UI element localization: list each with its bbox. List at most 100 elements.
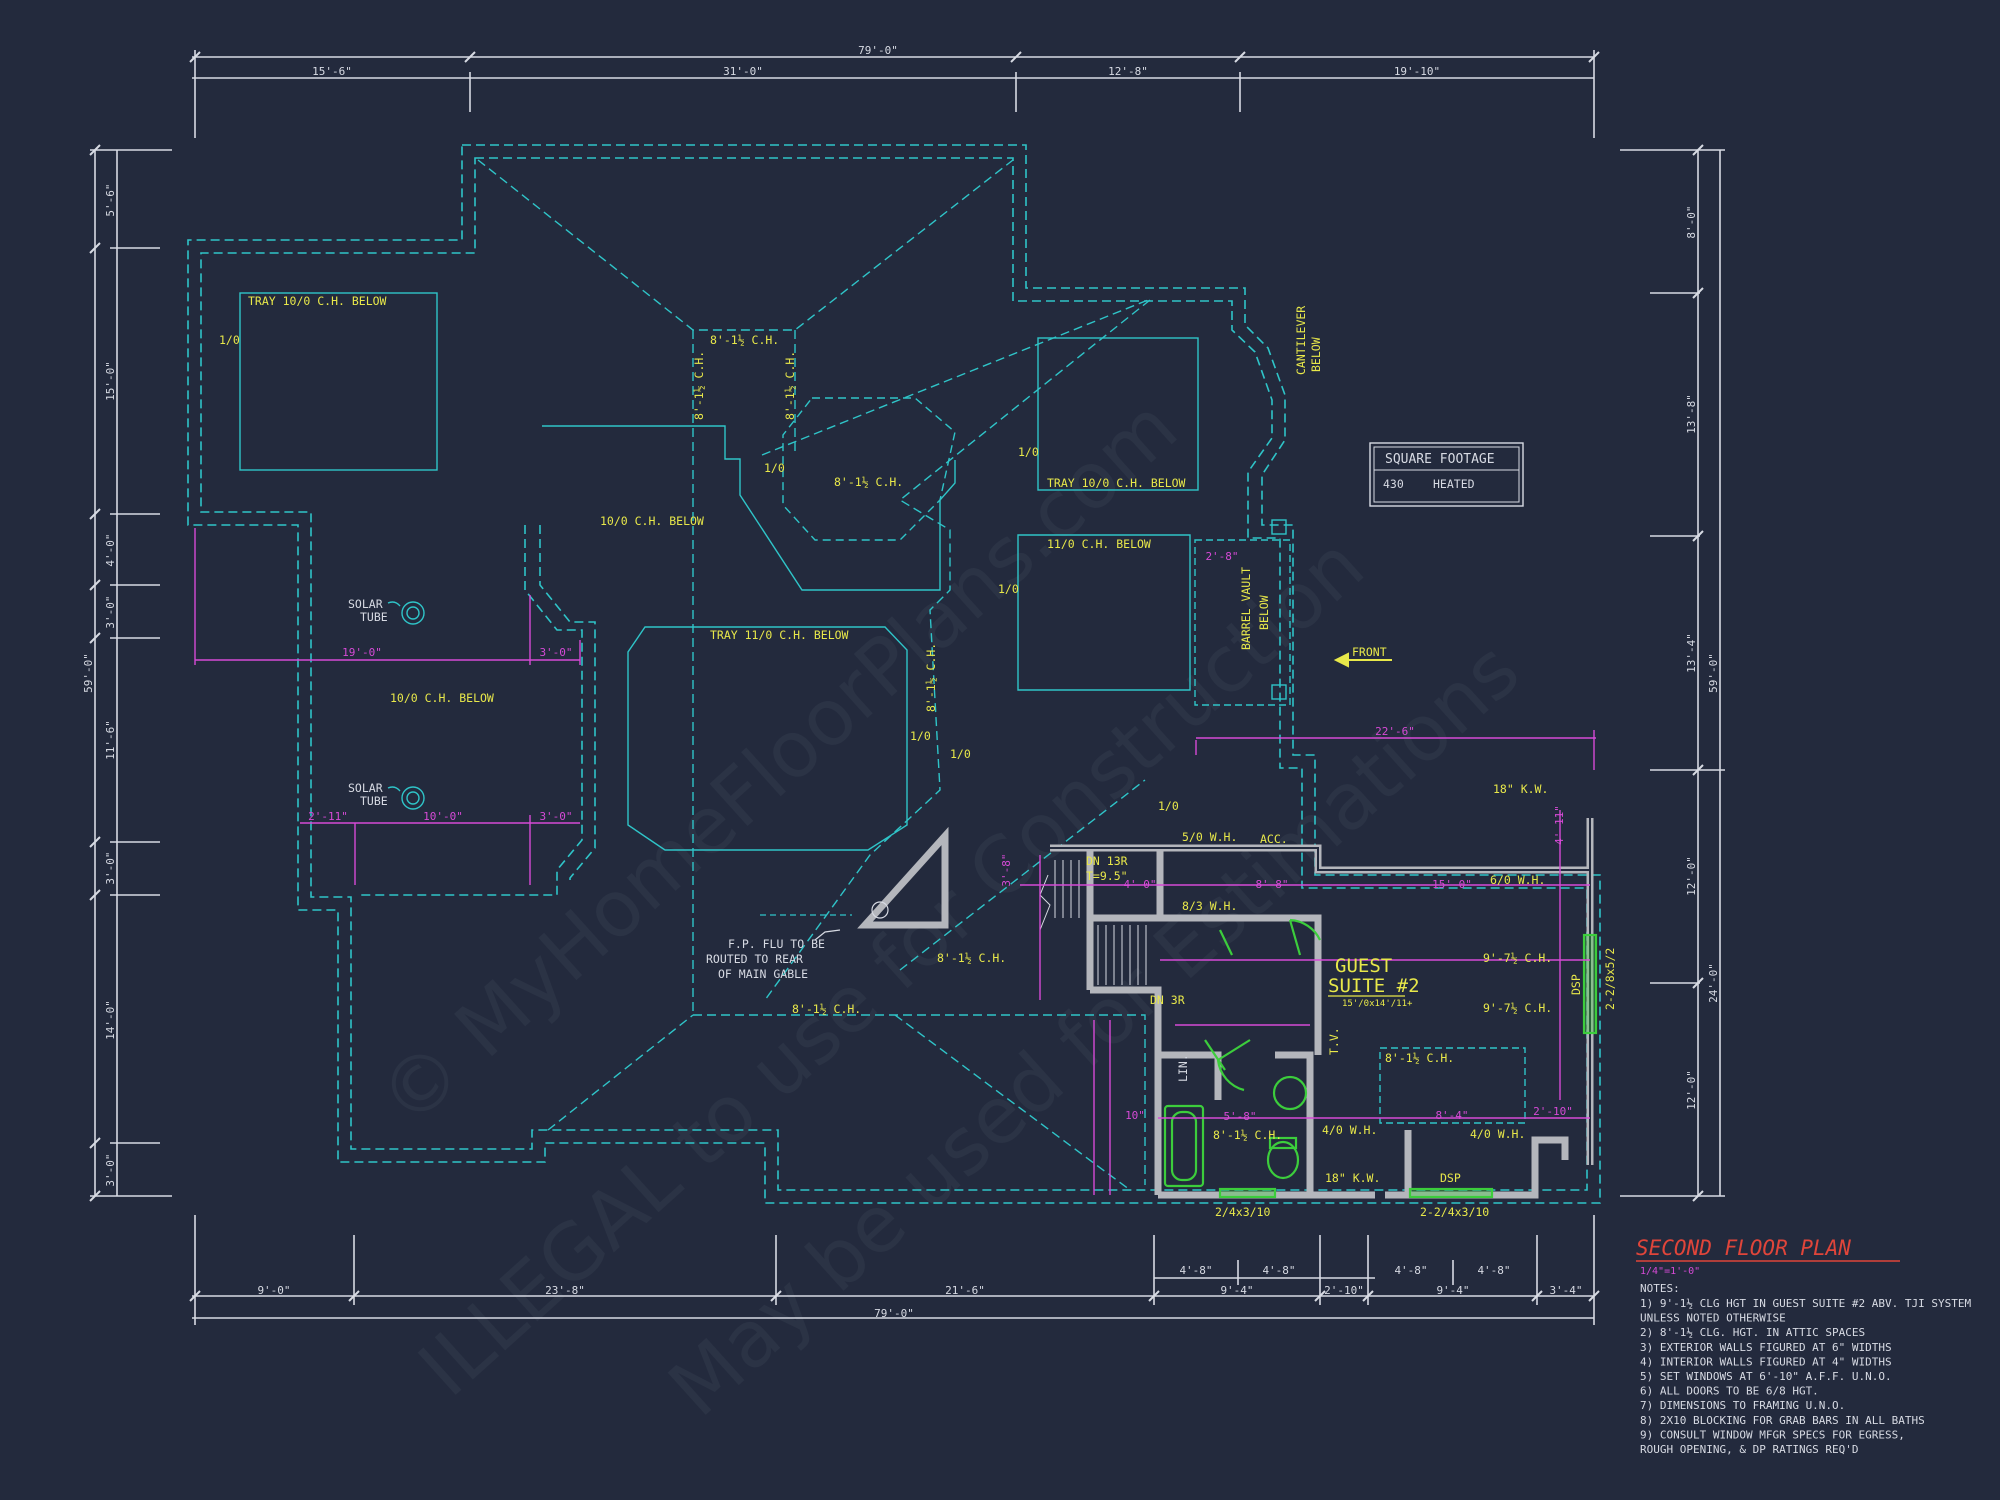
left-dim: 14'-0" <box>104 1000 117 1040</box>
door-swing-suite <box>1288 918 1321 956</box>
top-dim: 12'-8" <box>1108 65 1148 78</box>
linen-label: LIN. <box>1176 1054 1190 1082</box>
ceiling-height-label: 8'-1½ C.H. <box>692 351 706 420</box>
door-swing-closet <box>1204 1039 1226 1071</box>
walls-outline <box>1050 818 1591 1165</box>
bath-walls <box>1090 914 1322 1195</box>
front-arrow-icon <box>1333 652 1392 668</box>
left-dim: 5'-6" <box>104 183 117 216</box>
top-dim: 31'-0" <box>723 65 763 78</box>
ceiling-height-label: 8'-1½ C.H. <box>710 333 779 347</box>
t95-label: T=9.5" <box>1086 869 1128 883</box>
note-line: 3) EXTERIOR WALLS FIGURED AT 6" WIDTHS <box>1640 1341 1892 1354</box>
ceiling-height-label: 9'-7½ C.H. <box>1483 951 1552 965</box>
stairs <box>1039 860 1147 985</box>
solar-tube-2 <box>401 786 425 810</box>
guest-suite-south-wall <box>1158 1130 1569 1199</box>
window-label: 2/4x3/10 <box>1215 1205 1270 1219</box>
slope-label: 1/0 <box>219 333 240 347</box>
tray-ceiling-center <box>627 626 908 851</box>
right-dim: 8'-0" <box>1685 205 1698 238</box>
mag-dim: 2'-8" <box>1205 550 1238 563</box>
window-label: 2-2/4x3/10 <box>1420 1205 1489 1219</box>
slope-label: 1/0 <box>1018 445 1039 459</box>
wh-label: 8/3 W.H. <box>1182 899 1237 913</box>
note-line: 8) 2X10 BLOCKING FOR GRAB BARS IN ALL BA… <box>1640 1414 1925 1427</box>
top-total-dim: 79'-0" <box>858 44 898 57</box>
solar-tube-label: TUBE <box>360 794 388 808</box>
square-footage-box: SQUARE FOOTAGE 430 HEATED <box>1369 442 1524 507</box>
ceiling-height-label: 8'-1½ C.H. <box>1385 1051 1454 1065</box>
mag-dim: 22'-6" <box>1375 725 1415 738</box>
flue-note: F.P. FLU TO BE ROUTED TO REAR OF MAIN GA… <box>706 937 825 981</box>
roof-outline-outer <box>187 144 1601 1204</box>
overall-dimensions <box>90 50 1725 1325</box>
note-line: 6) ALL DOORS TO BE 6/8 HGT. <box>1640 1385 1819 1398</box>
attic-box-upper <box>1379 1047 1526 1124</box>
bottom-dim: 23'-8" <box>545 1284 585 1297</box>
top-dim: 15'-6" <box>312 65 352 78</box>
flue-note-line: ROUTED TO REAR <box>706 952 803 966</box>
guest-suite-label: GUEST SUITE #2 15'/0x14'/11+ <box>1328 955 1420 1009</box>
bottom-dim: 2'-10" <box>1324 1284 1364 1297</box>
left-dim: 3'-0" <box>104 851 117 884</box>
flue-note-line: OF MAIN GABLE <box>718 967 808 981</box>
tray-ceiling-label: TRAY 10/0 C.H. BELOW <box>248 294 387 308</box>
bottom-total-dim: 79'-0" <box>874 1307 914 1320</box>
note-line: 9) CONSULT WINDOW MFGR SPECS FOR EGRESS, <box>1640 1428 1905 1441</box>
wh-label: 4/0 W.H. <box>1470 1127 1525 1141</box>
ceiling-height-label: 9'-7½ C.H. <box>1483 1001 1552 1015</box>
drawing-title: SECOND FLOOR PLAN <box>1636 1236 1851 1260</box>
mag-dim: 2'-10" <box>1533 1105 1573 1118</box>
hip-lines <box>477 159 1151 1191</box>
wh-label: 4/0 W.H. <box>1322 1123 1377 1137</box>
mag-dim: 3'-0" <box>539 810 572 823</box>
note-line: UNLESS NOTED OTHERWISE <box>1640 1312 1786 1325</box>
window-label: 2-2/8x5/2 <box>1603 948 1617 1010</box>
solar-tube-label: SOLAR <box>348 597 383 611</box>
left-dim: 15'-0" <box>104 361 117 401</box>
mag-dim: 3'-8" <box>1000 853 1013 886</box>
slope-label: 1/0 <box>950 747 971 761</box>
ceiling-height-label: 8'-1½ C.H. <box>792 1002 861 1016</box>
ceiling-label: 10/0 C.H. BELOW <box>600 514 704 528</box>
ceiling-labels: TRAY 10/0 C.H. BELOW TRAY 10/0 C.H. BELO… <box>219 294 1617 1219</box>
mag-dim: 19'-0" <box>342 646 382 659</box>
interior-dimension-text: 19'-0" 3'-0" 2'-11" 10'-0" 3'-0" 22'-6" … <box>308 550 1573 1123</box>
dn3r-label: DN 3R <box>1150 993 1185 1007</box>
sqft-value: 430 <box>1383 477 1404 491</box>
title-block: SECOND FLOOR PLAN 1/4"=1'-0" NOTES: <box>1636 1236 1900 1295</box>
note-line: 7) DIMENSIONS TO FRAMING U.N.O. <box>1640 1399 1845 1412</box>
bottom-dim: 9'-4" <box>1436 1284 1469 1297</box>
sink-icon <box>1272 1075 1308 1111</box>
interior-dimensions <box>194 528 1596 1195</box>
ceiling-height-label: 8'-1½ C.H. <box>924 643 938 712</box>
fireplace-flue <box>760 901 889 941</box>
barrel-vault <box>1194 539 1291 706</box>
tray-ceiling-ne <box>1037 337 1199 491</box>
guest-suite-title: SUITE #2 <box>1328 975 1420 997</box>
window-east <box>1582 933 1598 1035</box>
flue-note-line: F.P. FLU TO BE <box>728 937 825 951</box>
toilet-icon <box>1266 1140 1300 1180</box>
window-south-1 <box>1218 1187 1277 1199</box>
slope-label: 1/0 <box>998 582 1019 596</box>
ceiling-label: 10/0 C.H. BELOW <box>390 691 494 705</box>
overall-dimension-text: 79'-0" 15'-6" 31'-0" 12'-8" 19'-10" 79'-… <box>82 44 1720 1320</box>
mag-dim: 15'-0" <box>1432 878 1472 891</box>
note-line: 4) INTERIOR WALLS FIGURED AT 4" WIDTHS <box>1640 1355 1892 1368</box>
tray-ceiling-nw <box>239 292 438 471</box>
ceiling-height-label: 8'-1½ C.H. <box>834 475 903 489</box>
guest-suite-size: 15'/0x14'/11+ <box>1342 999 1413 1009</box>
right-dim: 12'-0" <box>1685 1070 1698 1110</box>
right-total-dim: 59'-0" <box>1707 653 1720 693</box>
note-line: 1) 9'-1½ CLG HGT IN GUEST SUITE #2 ABV. … <box>1640 1297 1972 1310</box>
roof-outline-inner <box>200 157 1588 1191</box>
kw-label: 18" K.W. <box>1493 782 1548 796</box>
room-ceiling-110 <box>1017 534 1191 691</box>
door-swing-bath <box>1216 1039 1251 1092</box>
slope-label: 1/0 <box>764 461 785 475</box>
bathtub <box>1163 1104 1205 1188</box>
dsp-label: DSP <box>1569 974 1583 995</box>
mag-dim: 10'-0" <box>423 810 463 823</box>
